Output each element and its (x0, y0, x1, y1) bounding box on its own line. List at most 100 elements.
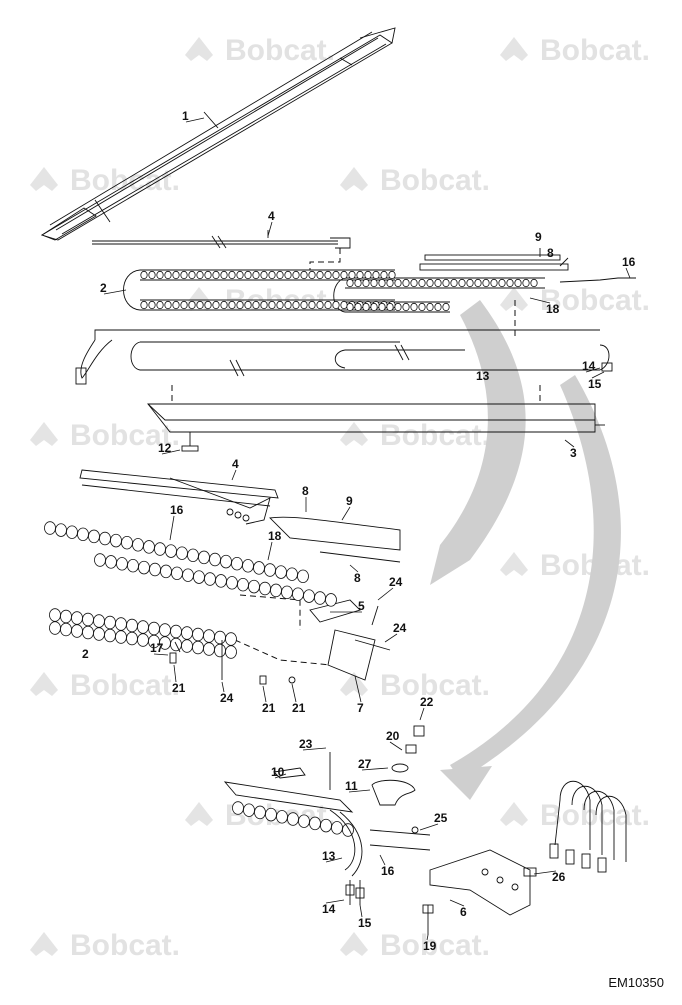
chain-link (434, 302, 442, 312)
callout-number: 11 (345, 779, 358, 793)
callout-leader (348, 789, 371, 793)
chain-link (450, 278, 458, 288)
chain-link (232, 801, 244, 815)
chain-link (308, 300, 316, 310)
callout-leader (625, 267, 631, 279)
chain-link (506, 278, 514, 288)
chain-link (82, 625, 94, 640)
chain-link (116, 557, 128, 571)
chain-link (209, 552, 221, 567)
chain-link (314, 591, 326, 605)
callout-number: 21 (262, 701, 276, 715)
chain-link (137, 633, 149, 647)
chain-link (292, 587, 304, 601)
svg-text:Bobcat.: Bobcat. (380, 164, 490, 197)
callout-number: 24 (389, 575, 403, 589)
callout-leader (153, 653, 169, 656)
chain-link (370, 278, 378, 288)
chain-link (225, 632, 237, 646)
watermark-layer: Bobcat. Bobcat. Bobcat. Bobcat. Bobcat. Bobca… (30, 34, 650, 962)
callout-number: 23 (299, 737, 313, 751)
callout-leader (564, 439, 575, 448)
chain-link (60, 609, 72, 624)
chain-link (466, 278, 474, 288)
chain-link (93, 614, 105, 628)
callout-number: 9 (535, 230, 542, 244)
chain-link (176, 546, 188, 560)
chain-link (253, 561, 265, 575)
bobcat-watermark: Bobcat. (185, 284, 335, 317)
chain-link (275, 565, 287, 579)
callout-leader (267, 541, 273, 561)
callout-number: 9 (346, 494, 353, 508)
chain-link (49, 621, 61, 635)
callout-number: 16 (170, 503, 184, 517)
callout-number: 2 (100, 281, 107, 295)
chain-link (316, 270, 324, 280)
chain-link (372, 270, 380, 280)
chain-link (156, 300, 164, 310)
callout-number: 13 (476, 369, 490, 383)
chain-link (115, 617, 127, 631)
chain-link (242, 559, 254, 573)
callout-number: 18 (546, 302, 560, 316)
callout-number: 16 (381, 864, 395, 878)
callout-leader (325, 857, 343, 863)
chain-link (226, 576, 238, 590)
bobcat-watermark: Bobcat. (340, 669, 490, 702)
chain-link (236, 270, 244, 280)
chain-link (237, 577, 249, 592)
chain-link (254, 805, 266, 820)
chain-link (370, 302, 378, 312)
bobcat-watermark: Bobcat. (500, 34, 650, 67)
svg-text:Bobcat.: Bobcat. (70, 929, 180, 962)
chain-link (268, 270, 276, 280)
chain-link (82, 612, 94, 627)
chain-link (140, 270, 148, 280)
chain-link (522, 278, 530, 288)
chain-link (181, 639, 193, 653)
channel-part-3 (147, 300, 605, 452)
svg-text:Bobcat.: Bobcat. (540, 284, 650, 317)
chain-link (231, 556, 243, 571)
chain-link (198, 550, 210, 565)
bobcat-watermark: Bobcat. (340, 419, 490, 452)
callout-number: 22 (420, 695, 434, 709)
callout-leader (103, 289, 127, 295)
chain-link (149, 562, 161, 577)
chain-link (410, 278, 418, 288)
callout-leader (221, 681, 225, 693)
svg-text:Bobcat.: Bobcat. (540, 34, 650, 67)
chain-link (215, 574, 227, 588)
chain-link (380, 270, 388, 280)
drawing-code: EM10350 (608, 975, 664, 990)
chain-link (121, 535, 133, 550)
chain-link (204, 300, 212, 310)
callout-leader (533, 870, 557, 875)
chain-link (418, 278, 426, 288)
callout-leader (185, 117, 205, 123)
exploded-view-bracket (223, 725, 537, 935)
callout-number: 14 (582, 359, 596, 373)
chain-link (127, 558, 139, 573)
callout-leader (389, 741, 403, 751)
chain-link (297, 569, 309, 584)
chain-link (458, 278, 466, 288)
chain-link (270, 583, 282, 598)
chain-link (228, 270, 236, 280)
callout-number: 21 (292, 701, 306, 715)
chain-link (159, 623, 171, 637)
chain-link (66, 525, 78, 539)
callout-number: 21 (172, 681, 186, 695)
bobcat-watermark: Bobcat. (500, 549, 650, 582)
chain-link (324, 270, 332, 280)
callout-number: 20 (386, 729, 400, 743)
chain-link (394, 278, 402, 288)
chain-link (164, 300, 172, 310)
callout-leader (161, 449, 181, 455)
chain-link (248, 579, 260, 594)
callout-leader (262, 685, 267, 703)
chain-link (276, 300, 284, 310)
chain-link (180, 270, 188, 280)
